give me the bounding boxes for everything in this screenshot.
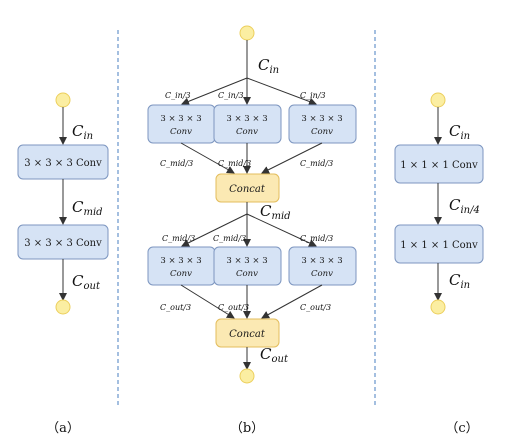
channel-label-c-in-top: Cin (449, 122, 470, 142)
conv-branch-3-kernel: 3 × 3 × 3 (301, 114, 342, 124)
conv-block-1-label: 1 × 1 × 1 Conv (400, 160, 478, 171)
conv-branch-3 (288, 104, 357, 144)
conv-branch-2-kernel: 3 × 3 × 3 (226, 114, 267, 124)
channel-label-c-out: Cout (72, 272, 101, 292)
c-in-sub: in (83, 131, 93, 142)
merge2-label-left: C_out/3 (160, 303, 191, 312)
conv-branch-6 (288, 246, 357, 286)
channel-label-c-in: Cin (72, 122, 93, 142)
channel-label-c-in-bottom: Cin (449, 271, 470, 291)
panel-caption-c: （c） (445, 421, 478, 436)
conv-branch-5 (213, 246, 282, 286)
conv-branch-6-type: Conv (311, 269, 333, 279)
edge-merge-left (180, 142, 235, 174)
split-label-right: C_in/3 (300, 91, 326, 100)
merge-label-left: C_mid/3 (160, 159, 193, 168)
conv-block-2-label: 1 × 1 × 1 Conv (400, 240, 478, 251)
edge-split-right (246, 77, 317, 106)
c-in-div4-sub: in/4 (460, 205, 479, 216)
merge2-label-right: C_out/3 (300, 303, 331, 312)
conv-branch-3-type: Conv (311, 127, 333, 137)
conv-block-1 (394, 144, 484, 184)
conv-branch-5-type: Conv (236, 269, 258, 279)
conv-branch-4-type: Conv (170, 269, 192, 279)
merge-label-right: C_mid/3 (300, 159, 333, 168)
input-node (55, 92, 71, 108)
concat-block-2-label: Concat (229, 329, 266, 340)
c-out-sub: out (83, 281, 100, 292)
conv-branch-4 (147, 246, 216, 286)
edge-split-left (181, 77, 248, 106)
conv-branch-1-kernel: 3 × 3 × 3 (160, 114, 201, 124)
c-mid-sub: mid (271, 211, 290, 222)
merge2-label-mid: C_out/3 (218, 303, 249, 312)
panel-c: Cin 1 × 1 × 1 Conv Cin/4 1 × 1 × 1 Conv … (394, 92, 484, 436)
conv-branch-1 (147, 104, 216, 144)
c-in-sub: in (460, 131, 470, 142)
split-label-mid: C_in/3 (218, 91, 244, 100)
channel-label-c-mid: Cmid (260, 202, 291, 222)
c-mid-sub: mid (83, 207, 102, 218)
conv-branch-5-kernel: 3 × 3 × 3 (226, 256, 267, 266)
c-out-sub: out (271, 354, 288, 365)
panel-caption-a: （a） (46, 421, 80, 436)
channel-label-c-in: Cin (258, 56, 279, 76)
edge-merge-right (261, 142, 323, 174)
output-node (430, 299, 446, 315)
split2-label-mid: C_mid/3 (213, 234, 246, 243)
input-node (239, 25, 255, 41)
concat-block-1-label: Concat (229, 184, 266, 195)
conv-branch-6-kernel: 3 × 3 × 3 (301, 256, 342, 266)
merge-label-mid: C_mid/3 (218, 159, 251, 168)
conv-branch-2 (213, 104, 282, 144)
channel-label-c-in-div4: Cin/4 (449, 196, 480, 216)
edge-merge2-left (180, 284, 235, 319)
conv-block-2 (394, 224, 484, 264)
conv-branch-4-kernel: 3 × 3 × 3 (160, 256, 201, 266)
edge-merge2-right (261, 284, 323, 319)
channel-label-c-out: Cout (260, 345, 289, 365)
conv-block-2-label: 3 × 3 × 3 Conv (24, 238, 102, 249)
conv-branch-1-type: Conv (170, 127, 192, 137)
c-in-sub: in (460, 280, 470, 291)
split-label-left: C_in/3 (165, 91, 191, 100)
conv-block-1-label: 3 × 3 × 3 Conv (24, 158, 102, 169)
panel-b: Cin C_in/3 C_in/3 C_in/3 3 × 3 × 3 Conv … (147, 25, 357, 436)
c-in-sub: in (269, 65, 279, 76)
input-node (430, 92, 446, 108)
output-node (55, 299, 71, 315)
conv-branch-2-type: Conv (236, 127, 258, 137)
edge-split2-right (246, 213, 317, 247)
split2-label-right: C_mid/3 (300, 234, 333, 243)
split2-label-left: C_mid/3 (162, 234, 195, 243)
panel-caption-b: （b） (230, 421, 264, 436)
channel-label-c-mid: Cmid (72, 198, 103, 218)
edge-split2-left (181, 213, 248, 247)
panel-a: Cin 3 × 3 × 3 Conv Cmid 3 × 3 × 3 Conv C… (17, 92, 109, 436)
output-node (239, 368, 255, 384)
